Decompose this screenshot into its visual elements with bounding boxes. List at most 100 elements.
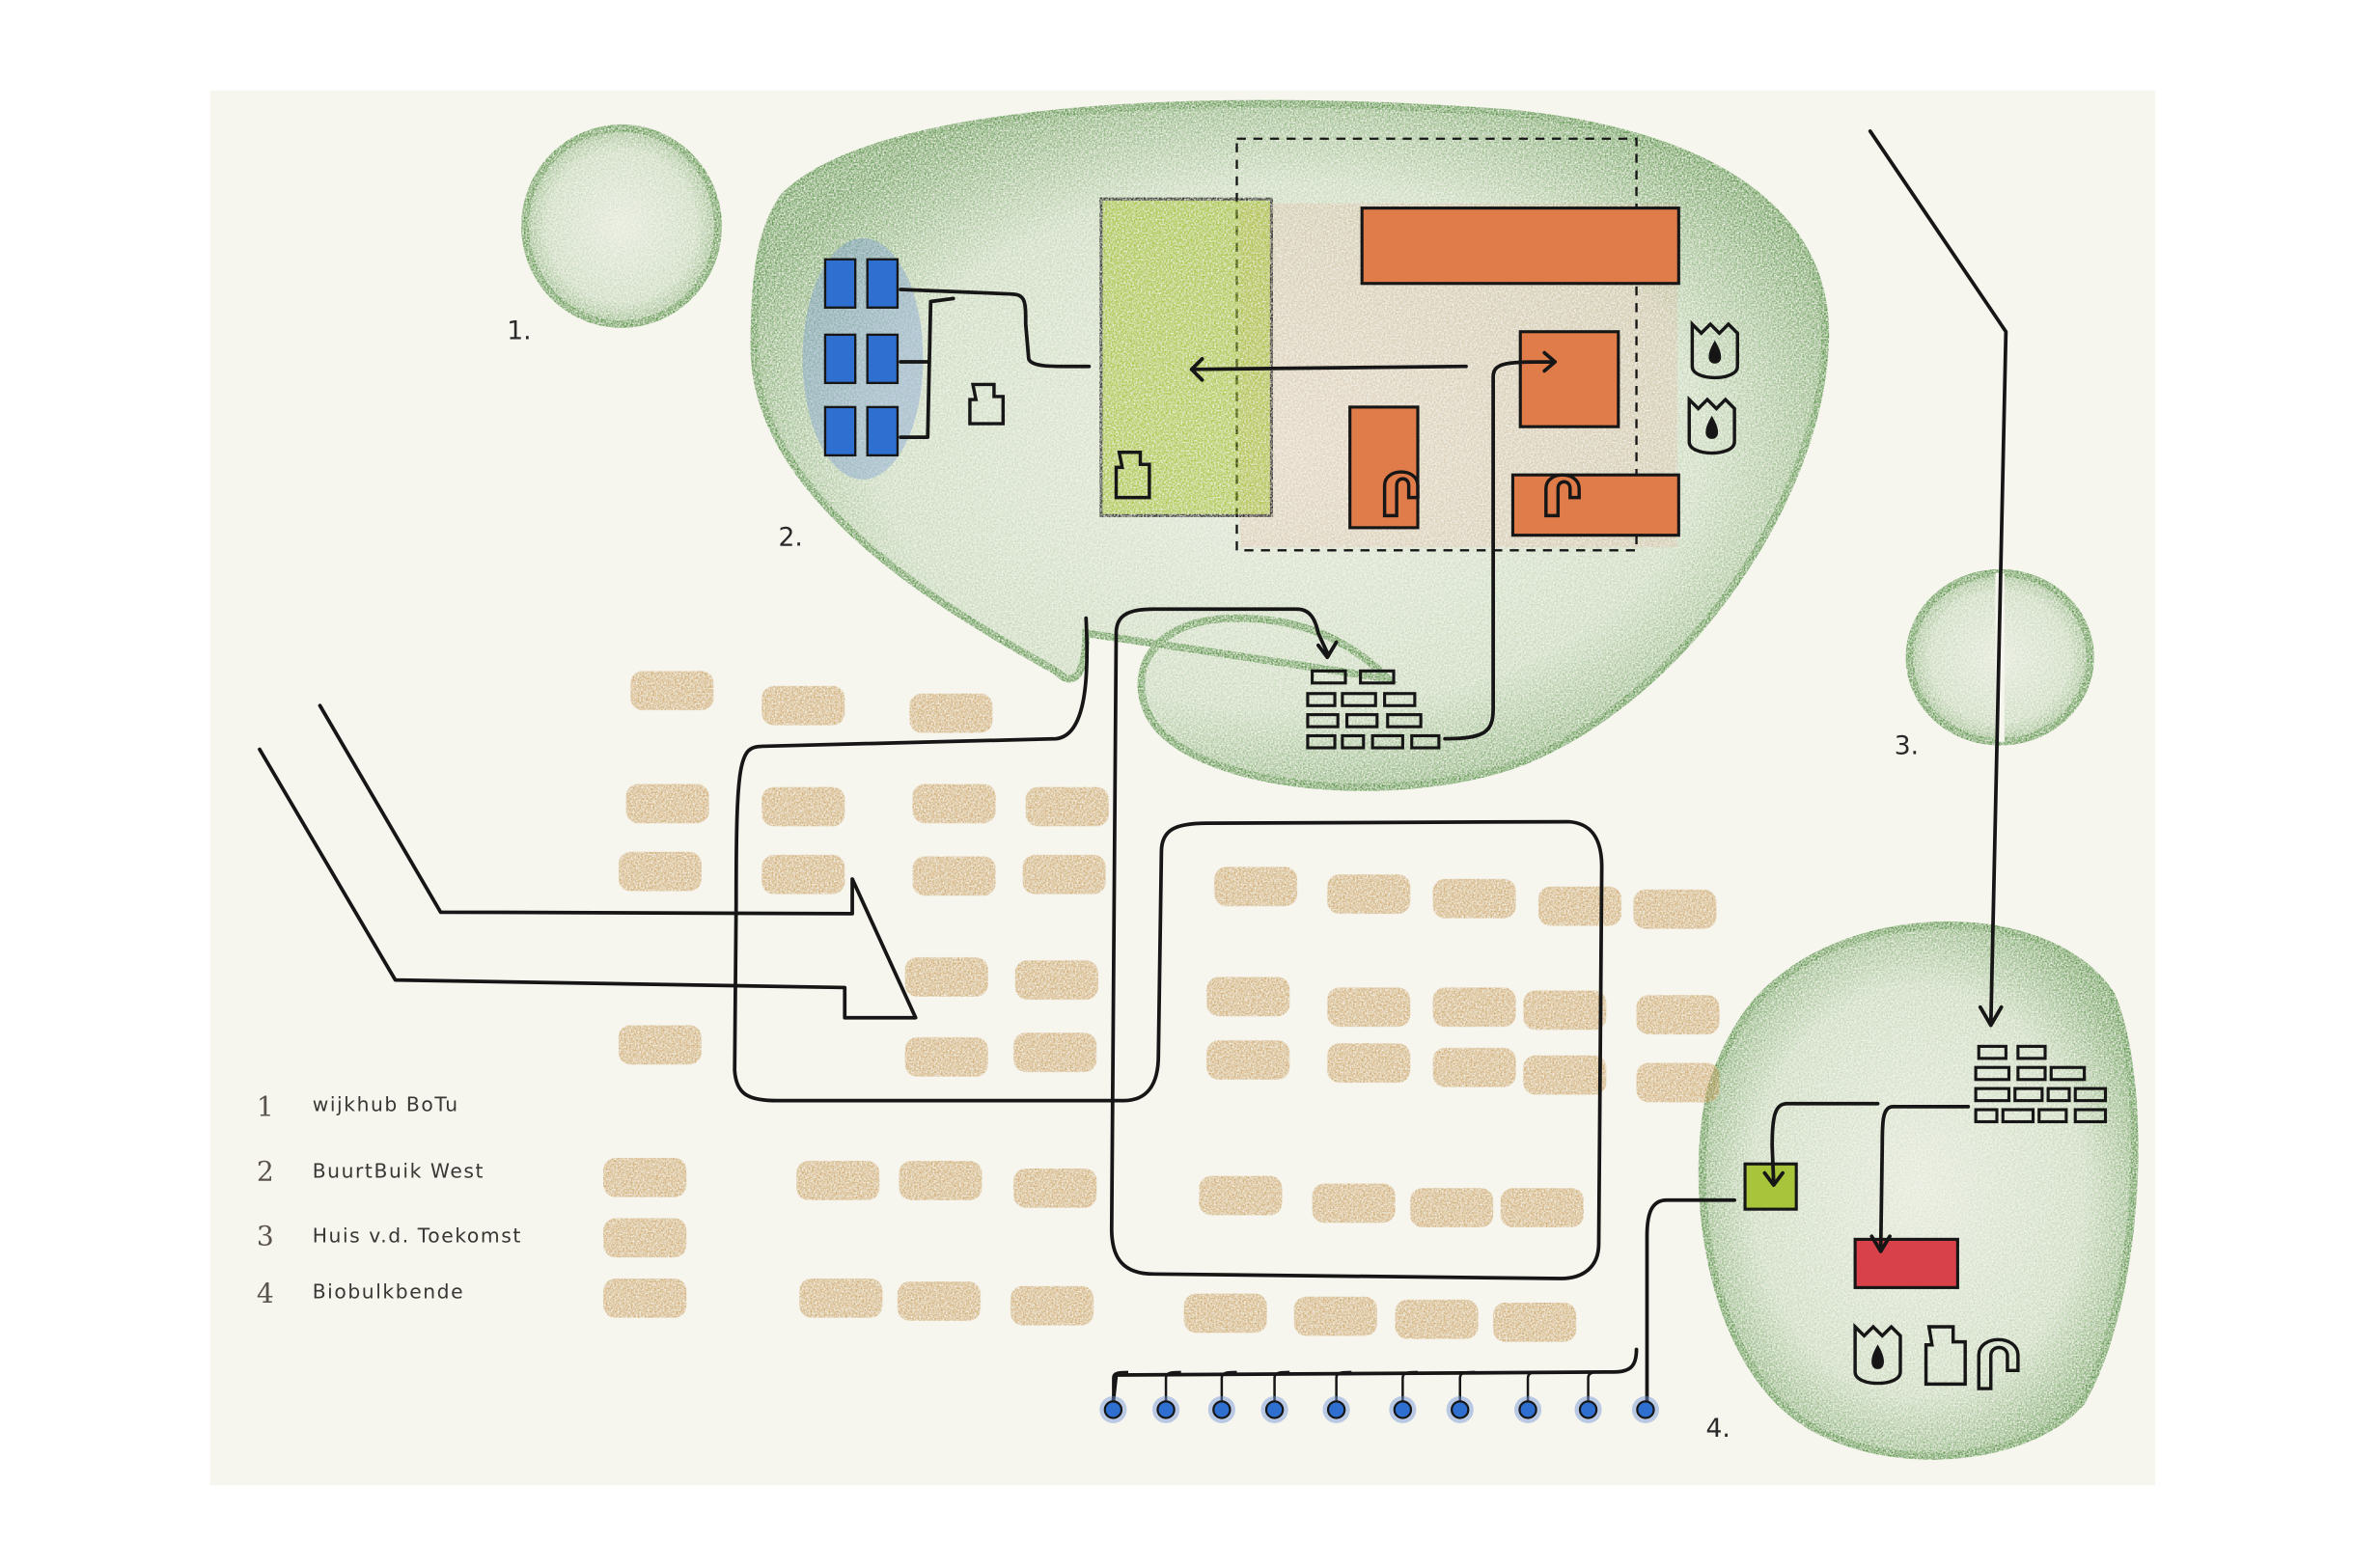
field-patch: [1010, 1285, 1094, 1326]
panel-to-building-line: [899, 288, 1092, 369]
legend-number: 1: [257, 1090, 274, 1122]
compost-points: [1099, 1370, 1659, 1423]
compost-dot: [1156, 1400, 1176, 1419]
solar-panel: [823, 333, 857, 385]
orange-building-low: [1510, 473, 1680, 537]
field-patch: [1206, 1040, 1290, 1080]
feed-branch: [1112, 1370, 1129, 1403]
field-patch: [904, 1037, 988, 1077]
brick: [1410, 733, 1441, 750]
field-patch: [1538, 886, 1621, 926]
field-patch: [625, 784, 709, 824]
icons: [968, 319, 2020, 1390]
field-patch: [618, 1025, 702, 1065]
field-patch: [1013, 1168, 1097, 1208]
tap-icon: [1382, 470, 1420, 518]
field-patch: [1327, 874, 1411, 914]
field-patch: [1199, 1175, 1283, 1216]
water-drop-icon: [1853, 1322, 1902, 1386]
brick: [1306, 692, 1337, 707]
compost-feed-line: [1111, 1347, 1639, 1404]
field-patch: [904, 957, 988, 997]
brick: [2073, 1108, 2108, 1124]
field-patch: [1410, 1188, 1494, 1227]
field-patch: [1636, 1062, 1720, 1103]
legend-item: 2 BuurtBuik West: [257, 1155, 484, 1187]
outer-loop-line: [733, 607, 1604, 1280]
site-label-4: 4.: [1705, 1414, 1730, 1444]
feed-branch: [1335, 1370, 1352, 1403]
field-patch: [1327, 987, 1411, 1028]
panel-glow: [802, 237, 924, 480]
tap-icon: [1544, 473, 1581, 518]
field-patch: [761, 854, 845, 894]
field-patch: [1022, 854, 1106, 894]
bin-icon: [968, 382, 1006, 426]
bin-icon: [1114, 451, 1151, 500]
legend-label: Huis v.d. Toekomst: [313, 1224, 522, 1248]
legend-number: 3: [257, 1221, 274, 1252]
brick: [1974, 1087, 2011, 1103]
site-label-1: 1.: [507, 316, 531, 346]
field-patch: [1500, 1188, 1584, 1227]
kitchen-to-lime-arrow: [1189, 357, 1468, 382]
field-patch: [603, 1279, 687, 1318]
brick: [1370, 733, 1404, 750]
compost-dot: [1451, 1400, 1470, 1419]
bricks-to-red-line: [1869, 1105, 1971, 1253]
feed-branch: [1458, 1370, 1476, 1403]
solar-panel: [866, 405, 900, 457]
field-patch: [1206, 977, 1290, 1017]
compost-dot: [1212, 1400, 1232, 1419]
site-2-buildings: [1099, 137, 1680, 552]
solar-panel: [823, 405, 857, 457]
legend-label: wijkhub BoTu: [313, 1093, 459, 1116]
field-patch: [899, 1161, 983, 1200]
solar-panel: [866, 333, 900, 385]
field-patch: [630, 671, 714, 710]
brick: [1977, 1044, 2007, 1060]
legend-number: 2: [257, 1155, 274, 1187]
brick: [1311, 669, 1347, 685]
field-patch: [761, 786, 845, 827]
brick: [1341, 733, 1366, 750]
field-patch: [909, 693, 993, 733]
field-patch: [912, 856, 996, 896]
field-patch: [1214, 867, 1297, 907]
field-patch: [1395, 1299, 1479, 1339]
compost-dot: [1326, 1400, 1346, 1419]
field-patch: [1014, 960, 1098, 1000]
field-patch: [1312, 1183, 1396, 1224]
legend-number: 4: [257, 1278, 274, 1309]
brick: [2049, 1065, 2087, 1082]
lime-building-small: [1743, 1162, 1798, 1211]
site-label-2: 2.: [779, 523, 803, 553]
bricks-to-lime-line: [1762, 1101, 1880, 1187]
brick: [2016, 1065, 2047, 1082]
feed-branch: [1220, 1370, 1237, 1403]
tap-icon: [1977, 1337, 2020, 1390]
legend-label: Biobulkbende: [313, 1279, 464, 1303]
compost-dot: [1103, 1400, 1123, 1419]
brick: [1306, 713, 1340, 729]
brick: [2037, 1108, 2068, 1124]
field-patch: [1523, 990, 1607, 1031]
brick-stack-site-4: [1974, 1044, 2108, 1124]
water-drop-icon: [1687, 395, 1736, 455]
field-patch: [1432, 878, 1516, 919]
bin-icon: [1924, 1325, 1967, 1387]
field-patch: [618, 851, 702, 892]
field-patch: [897, 1281, 981, 1321]
orange-building-left: [1348, 405, 1420, 530]
field-patch: [1636, 995, 1720, 1034]
field-patch: [1013, 1032, 1097, 1072]
site-label-3: 3.: [1895, 730, 1919, 760]
brick: [1345, 713, 1379, 729]
feed-branch: [1526, 1370, 1543, 1403]
brick: [1306, 733, 1337, 750]
field-patch: [1293, 1296, 1377, 1336]
field-patch: [1327, 1043, 1411, 1083]
flow-lines: [258, 129, 2008, 1412]
field-patch: [761, 685, 845, 726]
brick: [2016, 1044, 2047, 1060]
